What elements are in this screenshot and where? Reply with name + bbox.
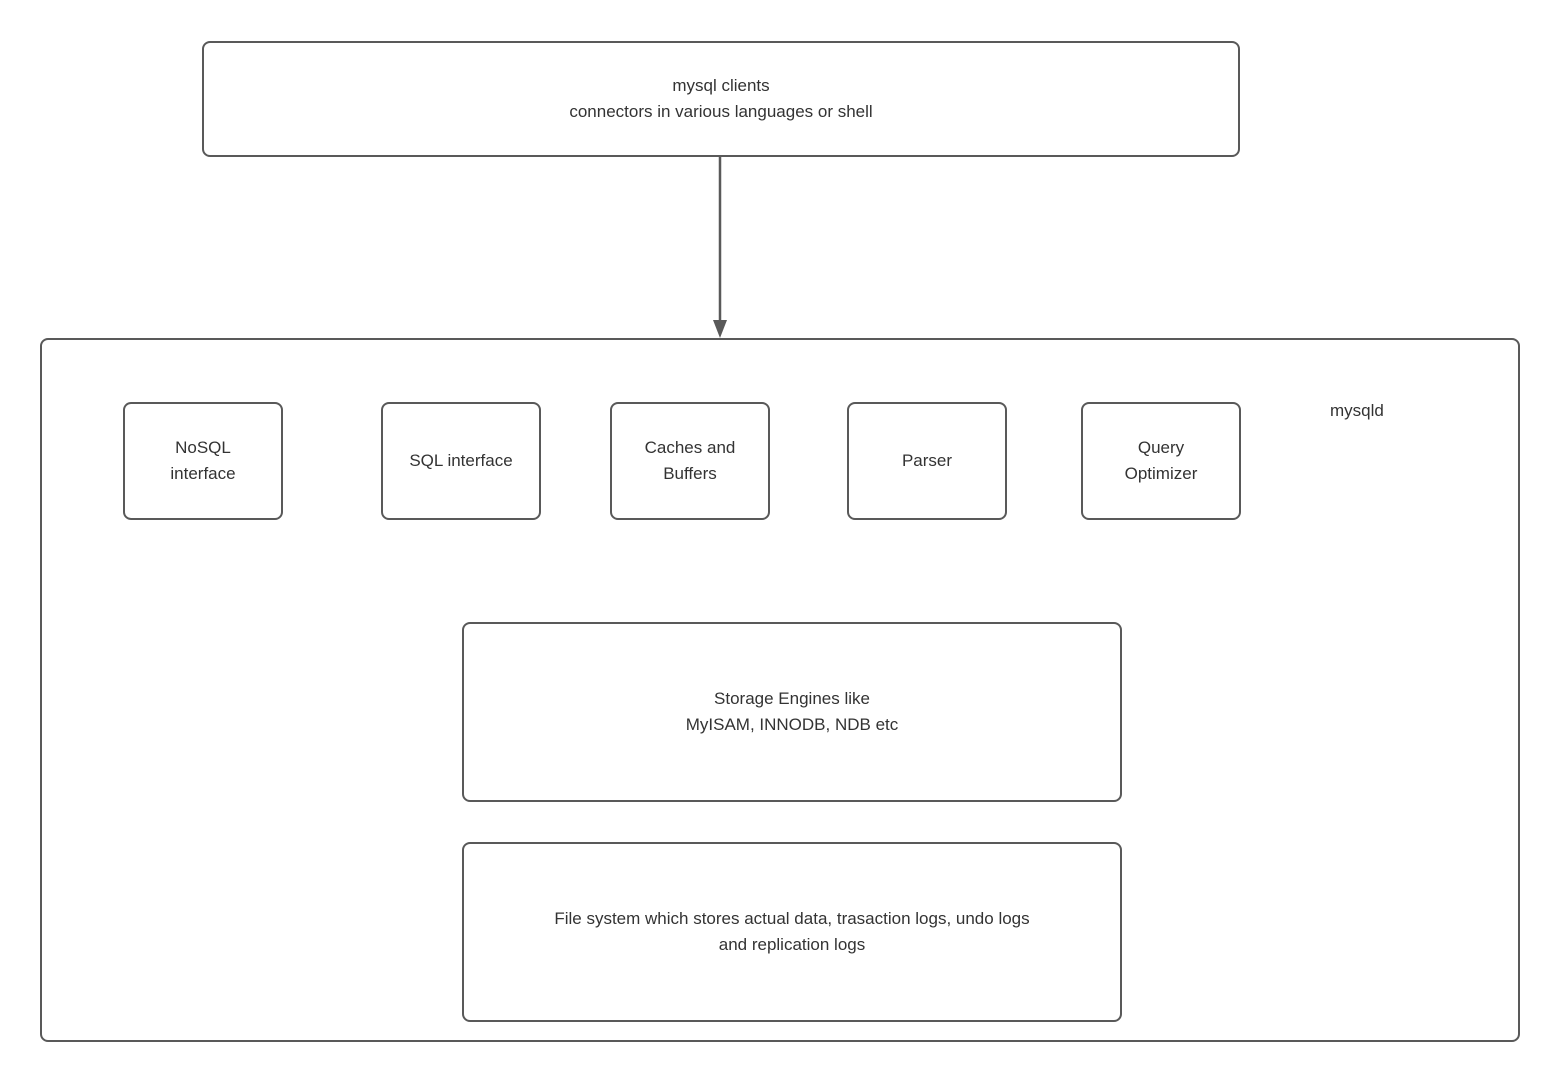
caches-and-buffers-node: Caches and Buffers [610, 402, 770, 520]
nosql-interface-node: NoSQL interface [123, 402, 283, 520]
parser-label: Parser [901, 451, 953, 470]
sql-interface-node: SQL interface [381, 402, 541, 520]
file-system-label: File system which stores actual data, tr… [554, 909, 1030, 954]
mysqld-container-node: mysqld NoSQL interface SQL interface Cac… [40, 338, 1520, 1042]
storage-engines-node: Storage Engines like MyISAM, INNODB, NDB… [462, 622, 1122, 802]
caches-and-buffers-label: Caches and Buffers [644, 438, 736, 483]
mysql-clients-label: mysql clients connectors in various lang… [569, 76, 873, 121]
storage-engines-label: Storage Engines like MyISAM, INNODB, NDB… [685, 689, 899, 734]
sql-interface-label: SQL interface [409, 451, 513, 470]
query-optimizer-label: Query Optimizer [1124, 438, 1198, 483]
mysql-clients-node: mysql clients connectors in various lang… [202, 41, 1240, 157]
arrow-head-icon [713, 320, 727, 338]
mysqld-label: mysqld [1330, 401, 1384, 420]
file-system-node: File system which stores actual data, tr… [462, 842, 1122, 1022]
nosql-interface-label: NoSQL interface [170, 438, 236, 483]
query-optimizer-node: Query Optimizer [1081, 402, 1241, 520]
parser-node: Parser [847, 402, 1007, 520]
clients-to-mysqld-arrow [713, 157, 727, 338]
